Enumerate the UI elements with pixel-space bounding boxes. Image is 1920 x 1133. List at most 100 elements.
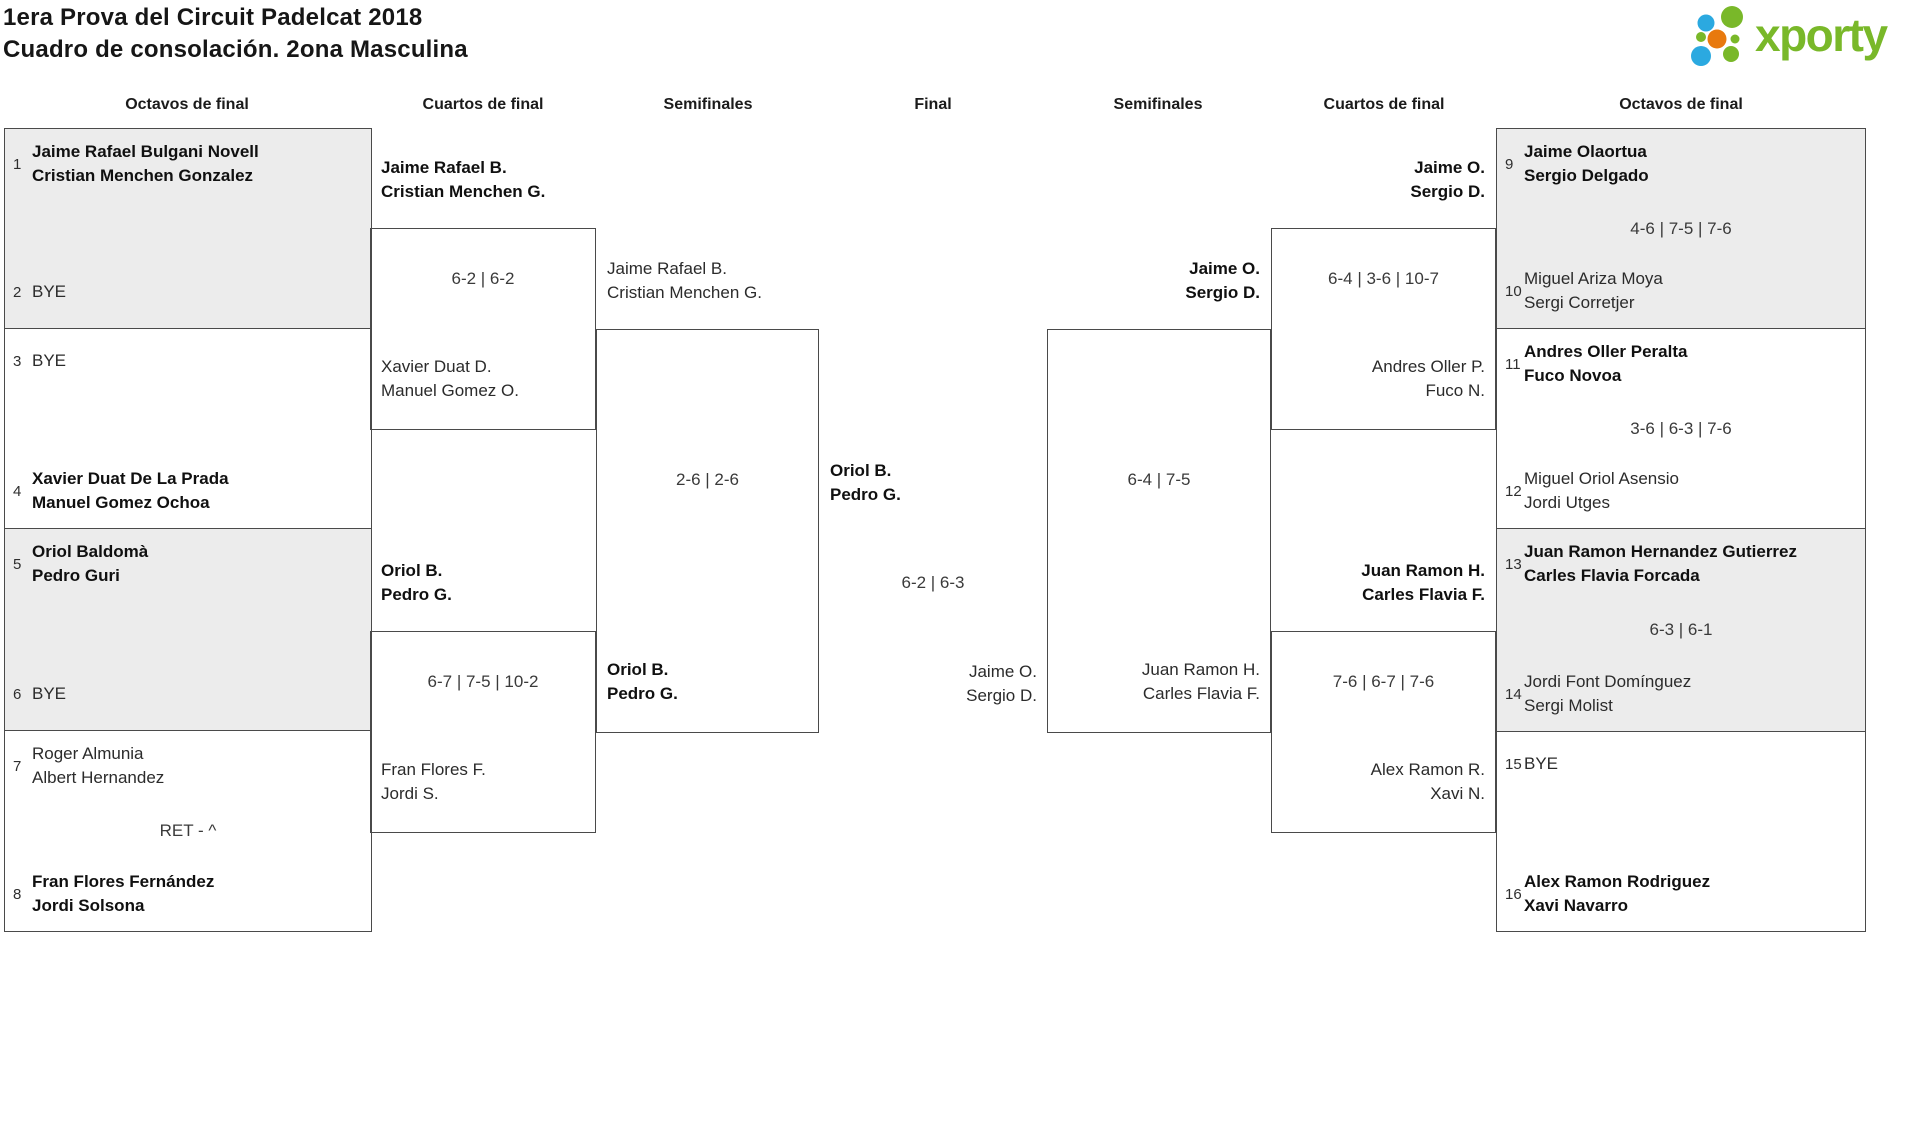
seed-number: 13 xyxy=(1505,555,1522,573)
team-label: Andres Oller P. Fuco N. xyxy=(1282,355,1485,403)
round-header-octavos-left: Octavos de final xyxy=(125,96,249,113)
team-label: Oriol B. Pedro G. xyxy=(381,559,585,607)
team-label: Jaime O. Sergio D. xyxy=(1058,257,1260,305)
team-name: Alex Ramon Rodriguez Xavi Navarro xyxy=(1524,872,1711,915)
octavos-box-1-2: 1 Jaime Rafael Bulgani Novell Cristian M… xyxy=(4,128,372,329)
team-label: Juan Ramon H. Carles Flavia F. xyxy=(1058,658,1260,706)
xporty-logo[interactable]: xporty xyxy=(1684,2,1888,74)
team-name: Oriol Baldomà Pedro Guri xyxy=(32,542,149,585)
team-slot: 4 Xavier Duat De La Prada Manuel Gomez O… xyxy=(13,467,365,515)
seed-number: 8 xyxy=(13,885,22,903)
seed-number: 3 xyxy=(13,352,22,370)
team-name: Juan Ramon Hernandez Gutierrez Carles Fl… xyxy=(1524,542,1798,585)
team-name: BYE xyxy=(32,282,67,301)
match-score: 7-6 | 6-7 | 7-6 xyxy=(1332,672,1435,691)
match-score: RET - ^ xyxy=(159,821,217,840)
round-header-octavos-right: Octavos de final xyxy=(1619,96,1743,113)
team-name: Juan Ramon H. Carles Flavia F. xyxy=(1361,561,1485,604)
team-slot: 15 BYE xyxy=(1505,752,1859,776)
seed-number: 4 xyxy=(13,482,22,500)
final-winner-label: Oriol B. Pedro G. xyxy=(830,459,901,507)
team-name: Oriol B. Pedro G. xyxy=(830,461,901,504)
team-name: Fran Flores Fernández Jordi Solsona xyxy=(32,872,215,915)
octavos-box-5-6: 5 Oriol Baldomà Pedro Guri 6 BYE xyxy=(4,528,372,731)
seed-number: 9 xyxy=(1505,155,1514,173)
octavos-box-15-16: 15 BYE 16 Alex Ramon Rodriguez Xavi Nava… xyxy=(1496,731,1866,932)
team-name: Jaime O. Sergio D. xyxy=(1185,259,1260,302)
team-name: Miguel Ariza Moya Sergi Corretjer xyxy=(1524,269,1663,312)
seed-number: 7 xyxy=(13,757,22,775)
seed-number: 1 xyxy=(13,155,22,173)
team-slot: 11 Andres Oller Peralta Fuco Novoa xyxy=(1505,340,1859,388)
team-slot: 1 Jaime Rafael Bulgani Novell Cristian M… xyxy=(13,140,365,188)
bracket-subtitle: Cuadro de consolación. 2ona Masculina xyxy=(3,36,468,63)
octavos-box-9-10: 9 Jaime Olaortua Sergio Delgado 4-6 | 7-… xyxy=(1496,128,1866,329)
match-score: 6-7 | 7-5 | 10-2 xyxy=(427,672,539,691)
team-slot: 5 Oriol Baldomà Pedro Guri xyxy=(13,540,365,588)
team-slot: 6 BYE xyxy=(13,682,365,706)
team-label: Jaime O. Sergio D. xyxy=(1282,156,1485,204)
octavos-box-7-8: 7 Roger Almunia Albert Hernandez RET - ^… xyxy=(4,730,372,932)
match-score: 2-6 | 2-6 xyxy=(675,470,739,489)
seed-number: 5 xyxy=(13,555,22,573)
seed-number: 10 xyxy=(1505,282,1522,300)
round-header-semis-right: Semifinales xyxy=(1113,96,1203,113)
team-slot: 10 Miguel Ariza Moya Sergi Corretjer xyxy=(1505,267,1859,315)
team-name: Alex Ramon R. Xavi N. xyxy=(1370,760,1485,803)
team-slot: 3 BYE xyxy=(13,349,365,373)
match-score: 6-3 | 6-1 xyxy=(1649,620,1713,639)
team-name: Jaime Olaortua Sergio Delgado xyxy=(1524,142,1649,185)
cuartos-box-left-1: Jaime Rafael B. Cristian Menchen G. 6-2 … xyxy=(370,158,596,430)
match-score: 6-4 | 3-6 | 10-7 xyxy=(1328,269,1439,288)
team-name: Oriol B. Pedro G. xyxy=(607,660,678,703)
seed-number: 6 xyxy=(13,685,22,703)
match-score: 4-6 | 7-5 | 7-6 xyxy=(1630,218,1732,238)
team-slot: 14 Jordi Font Domínguez Sergi Molist xyxy=(1505,670,1859,718)
team-slot: 12 Miguel Oriol Asensio Jordi Utges xyxy=(1505,467,1859,515)
tournament-title: 1era Prova del Circuit Padelcat 2018 xyxy=(3,4,423,31)
team-slot: 2 BYE xyxy=(13,280,365,304)
team-name: BYE xyxy=(32,684,67,703)
team-slot: 9 Jaime Olaortua Sergio Delgado xyxy=(1505,140,1859,188)
team-label: Alex Ramon R. Xavi N. xyxy=(1282,758,1485,806)
seed-number: 15 xyxy=(1505,755,1522,773)
round-header-cuartos-left: Cuartos de final xyxy=(422,96,544,113)
team-name: Miguel Oriol Asensio Jordi Utges xyxy=(1524,469,1679,512)
team-label: Xavier Duat D. Manuel Gomez O. xyxy=(381,355,585,403)
round-header-semis-left: Semifinales xyxy=(663,96,753,113)
seed-number: 16 xyxy=(1505,885,1522,903)
team-name: Juan Ramon H. Carles Flavia F. xyxy=(1141,660,1260,703)
team-name: Oriol B. Pedro G. xyxy=(381,561,452,604)
logo-wordmark: xporty xyxy=(1755,9,1888,61)
team-slot: 16 Alex Ramon Rodriguez Xavi Navarro xyxy=(1505,870,1859,918)
team-name: BYE xyxy=(32,351,67,370)
team-label: Jaime Rafael B. Cristian Menchen G. xyxy=(607,257,808,305)
team-name: BYE xyxy=(1524,754,1559,773)
team-name: Jordi Font Domínguez Sergi Molist xyxy=(1524,672,1692,715)
match-score: 6-4 | 7-5 xyxy=(1127,470,1191,489)
team-name: Fran Flores F. Jordi S. xyxy=(381,760,486,803)
semifinal-box-right: Jaime O. Sergio D. 6-4 | 7-5 Juan Ramon … xyxy=(1047,259,1271,733)
semifinal-box-left: Jaime Rafael B. Cristian Menchen G. 2-6 … xyxy=(596,259,819,733)
team-name: Jaime Rafael B. Cristian Menchen G. xyxy=(607,259,762,302)
octavos-box-13-14: 13 Juan Ramon Hernandez Gutierrez Carles… xyxy=(1496,528,1866,732)
team-slot: 13 Juan Ramon Hernandez Gutierrez Carles… xyxy=(1505,540,1859,588)
cuartos-box-left-2: Oriol B. Pedro G. 6-7 | 7-5 | 10-2 Fran … xyxy=(370,561,596,833)
team-label: Oriol B. Pedro G. xyxy=(607,658,808,706)
team-name: Jaime O. Sergio D. xyxy=(966,662,1037,705)
team-name: Roger Almunia Albert Hernandez xyxy=(32,744,165,787)
cuartos-box-right-1: Jaime O. Sergio D. 6-4 | 3-6 | 10-7 Andr… xyxy=(1271,158,1496,430)
cuartos-box-right-2: Juan Ramon H. Carles Flavia F. 7-6 | 6-7… xyxy=(1271,561,1496,833)
team-label: Fran Flores F. Jordi S. xyxy=(381,758,585,806)
final-runnerup-label: Jaime O. Sergio D. xyxy=(817,660,1037,708)
team-name: Andres Oller P. Fuco N. xyxy=(1371,357,1485,400)
page-title: 1era Prova del Circuit Padelcat 2018 Cua… xyxy=(3,2,468,66)
final-score: 6-2 | 6-3 xyxy=(901,573,965,592)
octavos-box-11-12: 11 Andres Oller Peralta Fuco Novoa 3-6 |… xyxy=(1496,328,1866,529)
match-score: 3-6 | 6-3 | 7-6 xyxy=(1630,418,1732,438)
seed-number: 11 xyxy=(1505,355,1521,373)
logo-dots-icon xyxy=(1691,6,1743,66)
team-name: Jaime Rafael B. Cristian Menchen G. xyxy=(381,158,546,201)
round-header-cuartos-right: Cuartos de final xyxy=(1323,96,1445,113)
